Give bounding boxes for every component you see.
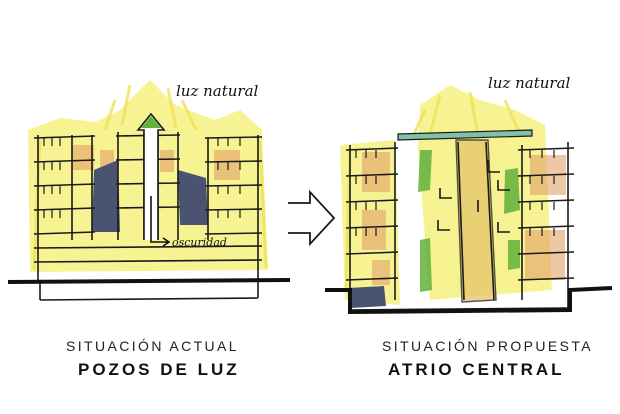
left-caption-sub: SITUACIÓN ACTUAL	[66, 338, 239, 354]
left-annotation-luz-natural: luz natural	[176, 82, 259, 100]
right-building-lines	[345, 141, 575, 311]
left-dark-pointer	[150, 196, 171, 247]
left-window-ticks	[43, 138, 241, 218]
left-caption-main: POZOS DE LUZ	[78, 360, 240, 379]
right-caption-main: ATRIO CENTRAL	[388, 360, 565, 379]
right-annotation-luz-natural: luz natural	[488, 74, 571, 92]
right-sketch	[325, 85, 613, 315]
right-skylight	[397, 129, 533, 141]
right-atrium-column	[455, 139, 497, 303]
right-green-plants	[418, 150, 520, 292]
left-ground-line	[7, 278, 291, 284]
left-light-arrow	[136, 112, 166, 240]
left-annotation-oscuridad: oscuridad	[172, 236, 227, 249]
transition-arrow-icon	[288, 189, 336, 247]
right-ground-line	[325, 286, 613, 315]
right-caption-sub: SITUACIÓN PROPUESTA	[382, 338, 594, 354]
right-basement-shadow	[348, 286, 386, 308]
right-light-wash	[340, 85, 552, 305]
left-sketch	[7, 80, 291, 301]
right-window-ticks	[355, 150, 555, 236]
